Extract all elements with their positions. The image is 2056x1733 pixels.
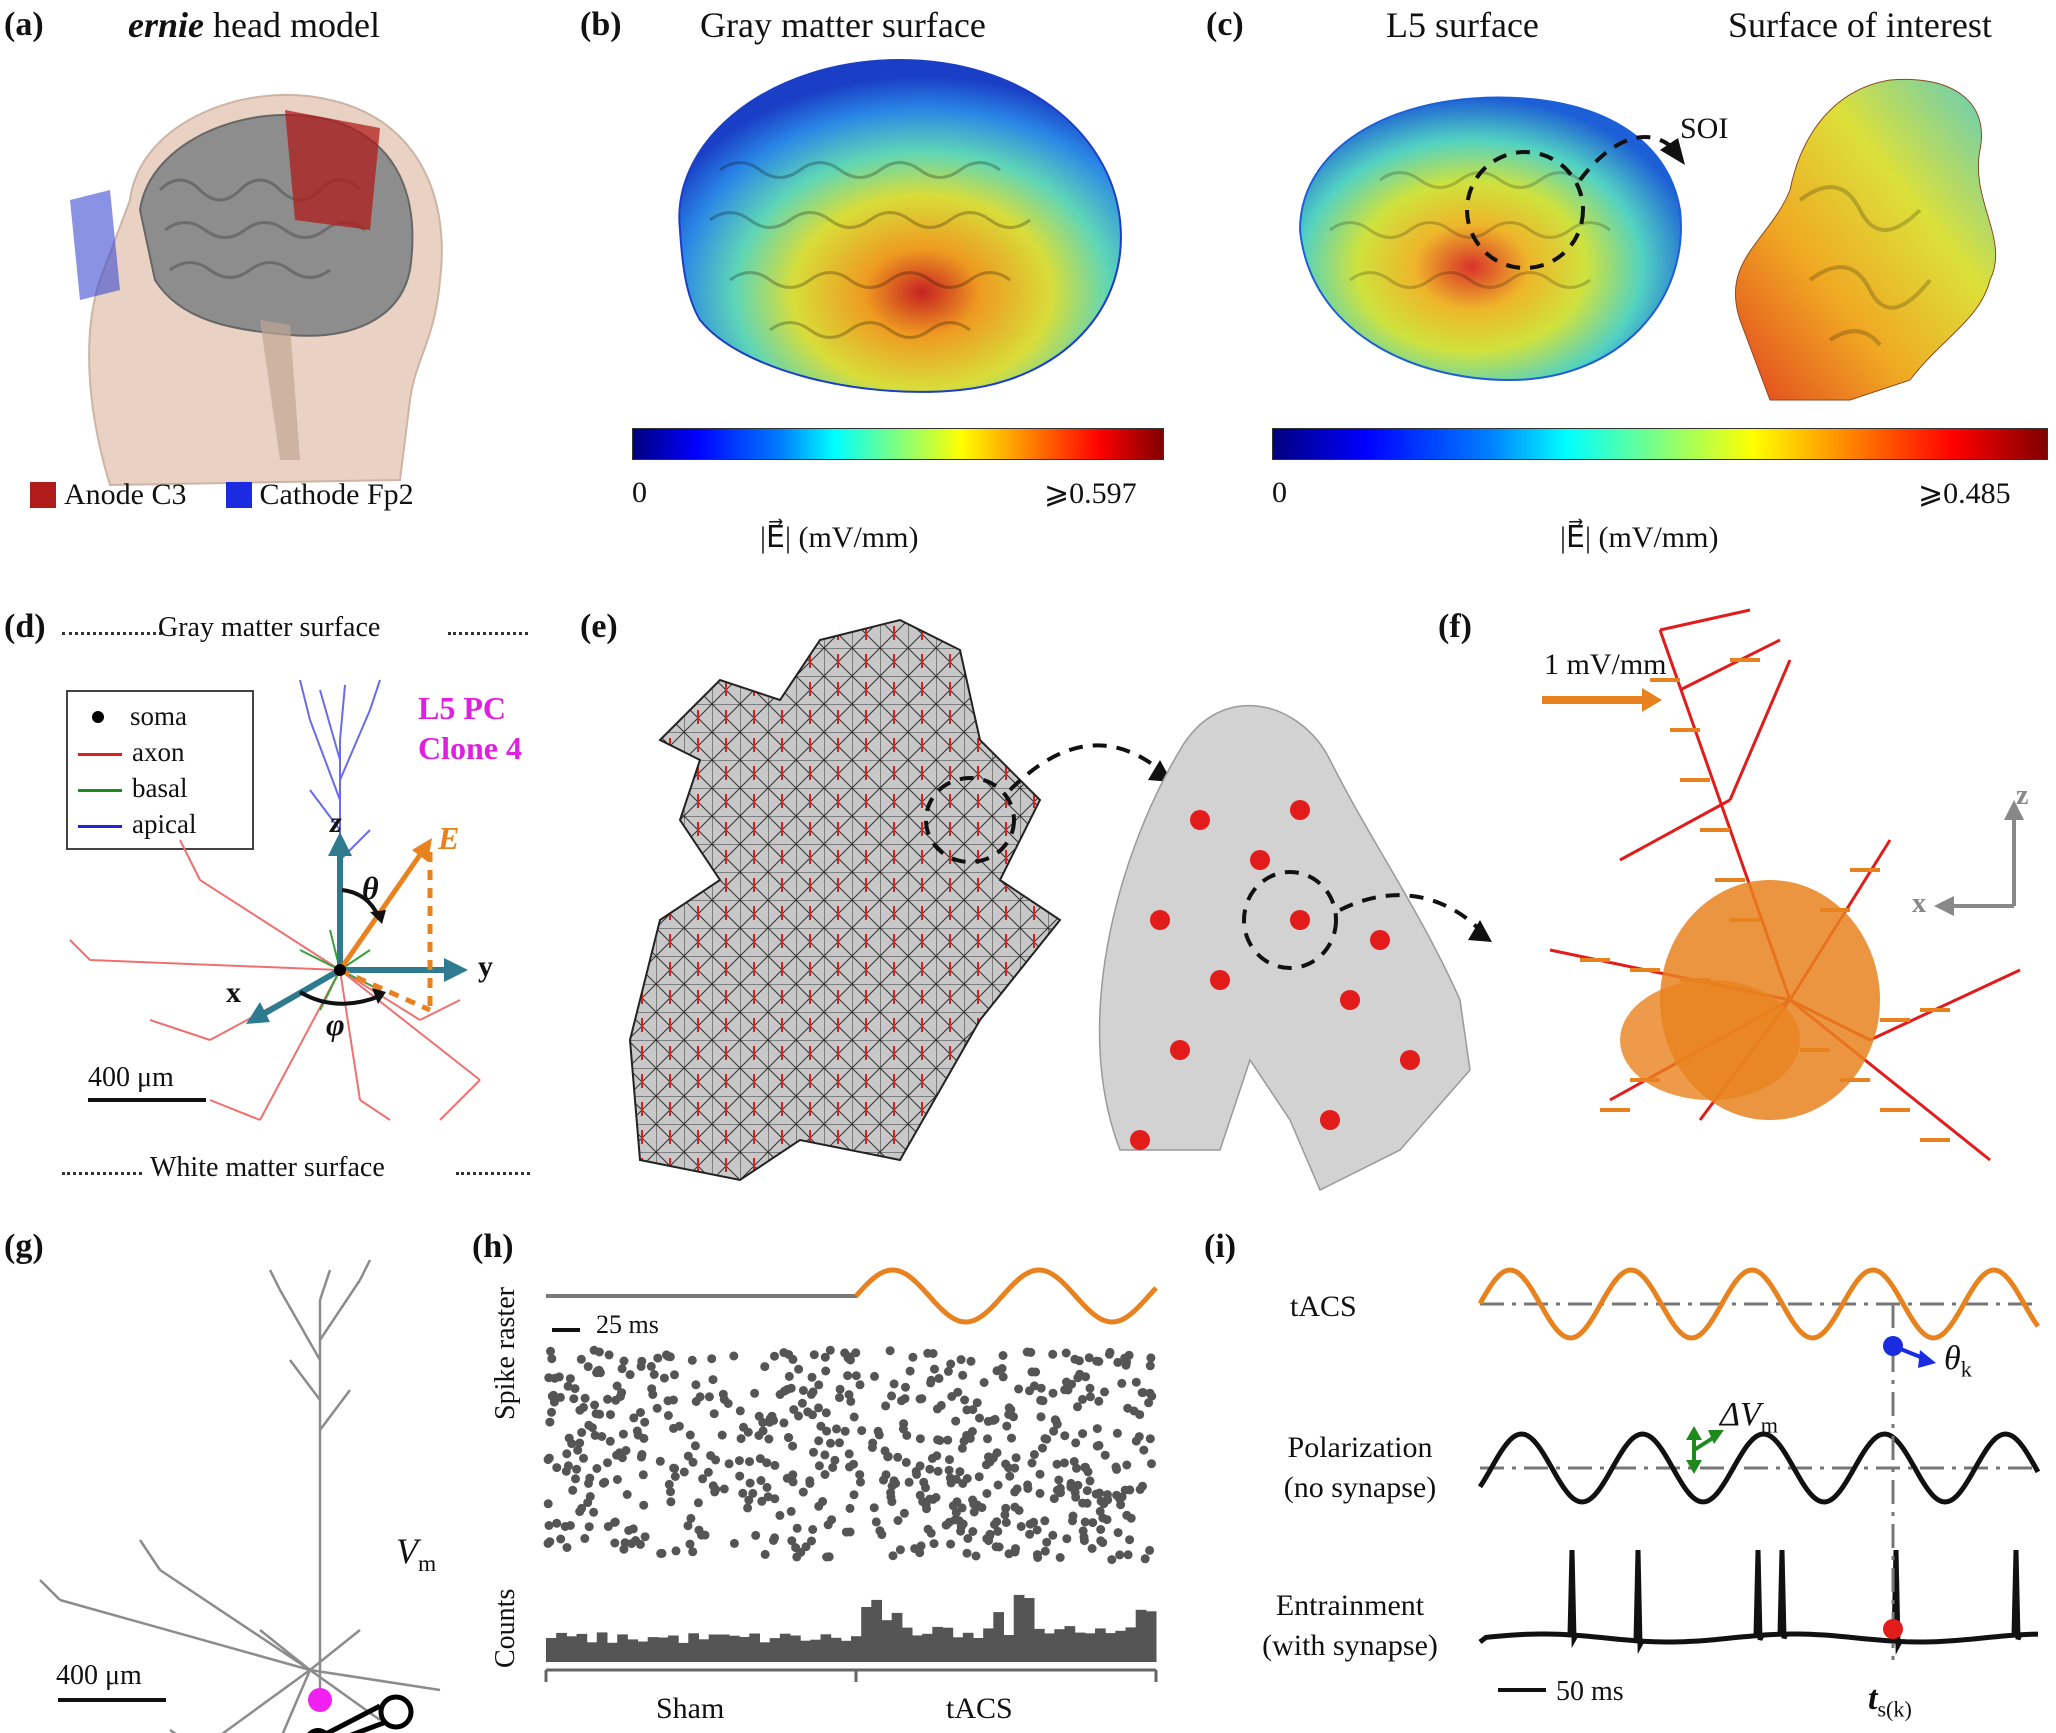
panel-d-legend: soma axon basal apical [66, 690, 254, 850]
spike-point [1883, 1619, 1903, 1639]
counts-ylabel: Counts [490, 1588, 521, 1668]
gray-matter-surface-image [678, 58, 1122, 393]
neuron-morphology-d [69, 679, 481, 1121]
panel-c-title-right: Surface of interest [1728, 5, 1992, 45]
row-polarization-line2: (no synapse) [1283, 1471, 1437, 1504]
polarization-trace [1477, 1431, 2041, 1505]
spike-raster [543, 1345, 1157, 1565]
axis-x-label: x [226, 976, 241, 1009]
theta-k-label: θk [1944, 1340, 1972, 1382]
x-label-sham: Sham [656, 1692, 725, 1725]
row-entrainment-label: Entrainment (with synapse) [1220, 1586, 1480, 1666]
gray-matter-surface-text: Gray matter surface [158, 612, 381, 643]
vm-text: V [396, 1531, 418, 1571]
scalebar-g [58, 1698, 166, 1702]
panel-h-scale-label: 25 ms [596, 1310, 659, 1339]
legend-apical: apical [78, 806, 242, 842]
panel-b-title: Gray matter surface [700, 5, 986, 45]
panel-f-axis-x: x [1912, 888, 1926, 919]
cell-label-line1: L5 PC [418, 690, 506, 726]
head-model-image [70, 93, 443, 487]
panel-c-colorbar [1272, 428, 2048, 460]
row-entrainment-line2: (with synapse) [1262, 1629, 1438, 1662]
entrainment-trace [1478, 1549, 2039, 1655]
field-scale-label: 1 mV/mm [1544, 648, 1667, 681]
cathode-swatch [225, 482, 252, 508]
theta-label: θ [362, 870, 379, 906]
vm-sub: m [418, 1551, 437, 1578]
cell-label: L5 PC Clone 4 [418, 688, 522, 768]
panel-b-label: (b) [580, 6, 622, 43]
scalebar-d [88, 1098, 206, 1102]
panel-h-label: (h) [472, 1228, 514, 1265]
panel-g-label: (g) [4, 1228, 44, 1265]
panel-c-title-left: L5 surface [1386, 5, 1539, 45]
row-entrainment-line1: Entrainment [1275, 1589, 1425, 1622]
l5-surface-image [1298, 78, 1997, 401]
panel-d-label: (d) [4, 608, 46, 645]
panel-b-cbar-max: ⩾0.597 [1044, 477, 1137, 510]
axis-z-label: z [330, 806, 342, 839]
panel-a-legend: Anode C3 Cathode Fp2 [30, 478, 414, 512]
row-polarization-label: Polarization (no synapse) [1240, 1428, 1480, 1508]
efield-label: E⃗ [438, 820, 485, 856]
cathode-label: Cathode Fp2 [259, 478, 414, 511]
row-polarization-line1: Polarization [1287, 1431, 1433, 1464]
panel-i-scale-label: 50 ms [1556, 1676, 1624, 1707]
anode-label: Anode C3 [64, 478, 187, 511]
panel-f-label: (f) [1438, 608, 1472, 645]
anode-swatch [30, 482, 56, 508]
cell-label-line2: Clone 4 [418, 730, 522, 766]
tacs-trace [1477, 1267, 2041, 1341]
scalebar-d-label: 400 μm [88, 1062, 174, 1093]
mesh-with-neurons-image [628, 618, 1492, 1192]
panel-b-cbar-unit: |E⃗| (mV/mm) [760, 521, 919, 554]
panel-c-cbar-max: ⩾0.485 [1918, 477, 2011, 510]
legend-axon: axon [78, 734, 242, 770]
gm-dots-left [62, 632, 162, 635]
vm-label-g: Vm [396, 1530, 436, 1578]
panel-a-title-rest: head model [204, 5, 380, 45]
panel-i-plot [1477, 1267, 2041, 1692]
raster-ylabel: Spike raster [490, 1287, 521, 1420]
dvm-label: ΔVm [1720, 1396, 1778, 1438]
panel-c-cbar-min: 0 [1272, 476, 1287, 509]
legend-soma: soma [78, 698, 242, 734]
panel-b-cbar-min: 0 [632, 476, 647, 509]
panel-i-label: (i) [1204, 1228, 1237, 1265]
panel-a-title: ernie head model [128, 4, 380, 46]
scalebar-g-label: 400 μm [56, 1660, 142, 1691]
panel-c-cbar-unit: |E⃗| (mV/mm) [1560, 521, 1719, 554]
white-matter-surface-text: White matter surface [150, 1152, 385, 1183]
phi-label: φ [326, 1006, 345, 1042]
legend-basal: basal [78, 770, 242, 806]
panel-a-label: (a) [4, 6, 44, 43]
gm-dots-right [448, 632, 528, 635]
neuron-field-vectors-image [1542, 608, 2024, 1162]
x-label-tacs: tACS [946, 1692, 1013, 1725]
panel-b-colorbar [632, 428, 1164, 460]
panel-a-title-italic: ernie [128, 5, 204, 45]
axis-y-label: y [478, 950, 493, 983]
ts-label: ts(k) [1868, 1680, 1912, 1722]
panel-c-label: (c) [1206, 6, 1244, 43]
wm-dots-right [456, 1172, 530, 1175]
panel-h-plot [543, 1267, 1158, 1682]
soi-label: SOI [1680, 112, 1729, 145]
panel-f-axis-z: z [2016, 780, 2029, 811]
row-tacs-label: tACS [1290, 1290, 1357, 1323]
spike-count-histogram [546, 1594, 1157, 1662]
neuron-morphology-g [39, 1259, 441, 1733]
stimulus-trace [546, 1267, 1158, 1325]
wm-dots-left [62, 1172, 142, 1175]
panel-h-axis [544, 1668, 1158, 1682]
panel-e-label: (e) [580, 608, 618, 645]
